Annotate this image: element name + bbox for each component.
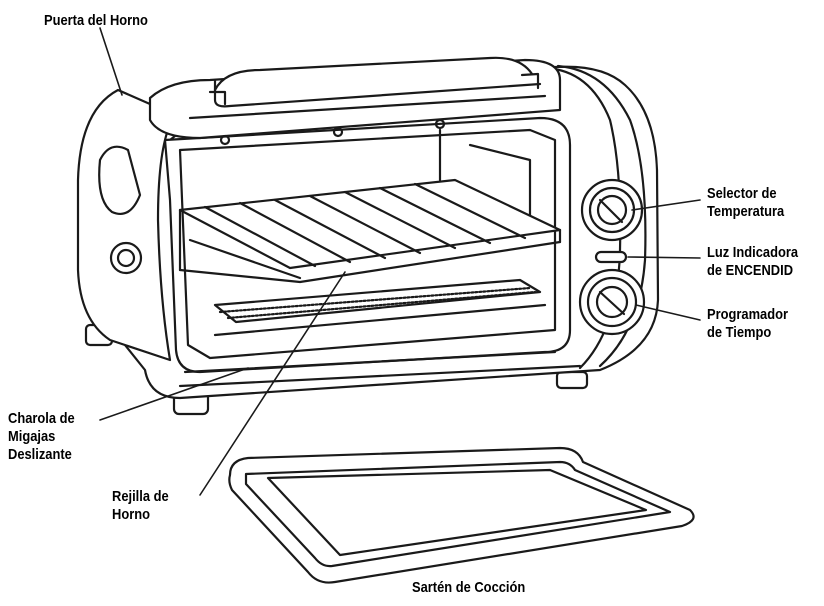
crumb-tray-drawing (213, 278, 547, 337)
label-temperature-selector: Selector de Temperatura (707, 185, 785, 220)
label-timer: Programador de Tiempo (707, 306, 789, 341)
label-baking-pan: Sartén de Cocción (412, 579, 526, 596)
power-indicator-light (594, 250, 628, 264)
leader-lines (99, 27, 701, 496)
oven-door (148, 56, 562, 146)
label-crumb-tray: Charola de Migajas Deslizante (8, 410, 75, 463)
oven-rack-drawing (178, 178, 562, 284)
left-end-cap (76, 88, 177, 362)
label-indicator-light: Luz Indicadora de ENCENDID (707, 244, 799, 279)
label-oven-rack: Rejilla de Horno (112, 488, 169, 523)
label-oven-door: Puerta del Horno (44, 12, 148, 29)
baking-pan-drawing (228, 446, 695, 584)
timer-knob (578, 268, 646, 336)
temperature-knob (580, 178, 644, 242)
